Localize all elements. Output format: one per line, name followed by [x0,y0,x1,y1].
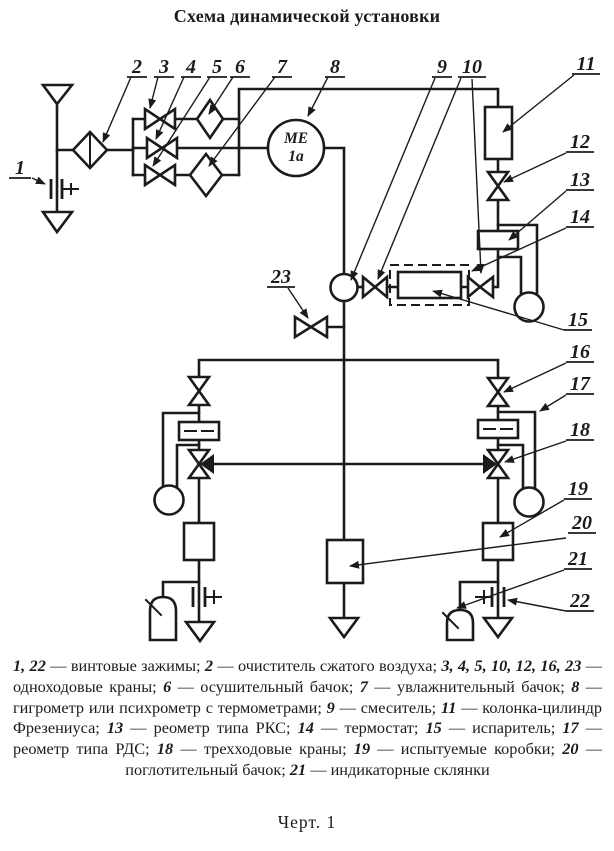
drying-tank-6 [195,97,225,141]
exhaust-arrow-right [481,616,515,640]
component-label-14: 14 [570,206,590,228]
component-label-4: 4 [185,56,196,78]
component-label-19: 19 [568,478,588,500]
air-filter-2 [71,130,109,170]
component-label-11: 11 [577,53,596,75]
valve-12 [485,170,511,202]
component-label-17: 17 [570,373,591,395]
rheometer-rds-left [153,411,221,516]
leader-lines [31,74,575,612]
component-label-18: 18 [570,419,590,441]
three-way-valve-18-right [483,448,511,480]
humidifying-tank-7 [188,151,224,199]
valve-4 [145,135,179,161]
evaporator-15 [396,270,463,300]
component-label-16: 16 [570,341,590,363]
test-box-19-right [481,521,515,562]
page-title: Схема динамической установки [173,6,441,26]
component-label-20: 20 [571,512,592,534]
valve-left-branch [186,375,212,407]
figure-caption: Черт. 1 [277,812,337,832]
indicator-bottle-21-right [441,608,475,642]
component-labels: 1 2 3 4 5 6 7 8 9 10 11 12 13 14 15 16 1… [9,53,600,612]
component-label-23: 23 [270,266,291,288]
component-label-5: 5 [212,56,222,78]
component-label-13: 13 [570,169,590,191]
component-label-2: 2 [131,56,142,78]
mixer-9 [329,272,359,303]
valve-16 [485,376,511,408]
screw-clamp-1 [49,179,79,199]
exhaust-arrow-left [183,620,217,644]
component-label-15: 15 [568,309,588,331]
valve-23 [293,314,329,340]
schematic: ME 1a [9,53,600,644]
legend-text: 1, 22 — винтовые зажимы; 2 — очиститель … [13,656,603,779]
inlet-funnel [40,83,75,107]
fresenius-column-11 [483,105,514,161]
component-label-10: 10 [462,56,482,78]
valve-10-right [466,274,495,300]
component-label-9: 9 [437,56,447,78]
component-label-3: 3 [158,56,169,78]
component-label-7: 7 [277,56,288,78]
gauge-text-line2: 1a [288,148,304,165]
pipework [55,87,500,624]
screw-clamp-left [191,587,222,607]
rheometer-rds-17 [476,410,545,518]
component-label-1: 1 [15,157,25,179]
test-box-19-left [182,521,216,562]
valve-5 [143,162,177,188]
component-label-22: 22 [569,590,590,612]
component-label-12: 12 [570,131,590,153]
gauge-text-line1: ME [283,130,308,147]
drain-funnel [40,210,75,235]
component-label-6: 6 [235,56,245,78]
component-label-8: 8 [330,56,340,78]
valve-3 [143,106,177,132]
component-label-21: 21 [567,548,588,570]
absorber-tank-20 [325,538,365,585]
exhaust-arrow-center [327,616,361,640]
hygrometer-8: ME 1a [266,118,326,178]
indicator-bottle-21-left [144,595,178,642]
valve-10-left [361,274,389,300]
three-way-valve-18-left [186,448,214,480]
